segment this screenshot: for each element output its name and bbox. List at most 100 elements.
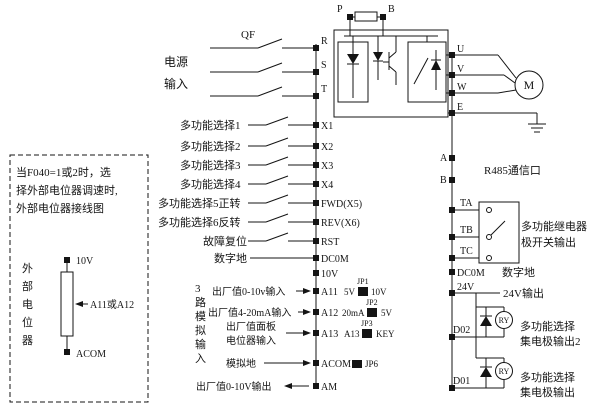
terminal-square xyxy=(313,45,319,51)
right-terminal-label: TC xyxy=(460,246,473,257)
pot-wiper-label: A11或A12 xyxy=(90,299,134,311)
terminal-square xyxy=(449,90,455,96)
relay-wires xyxy=(452,209,479,259)
jp1-label: JP1 xyxy=(357,277,369,286)
terminal-square xyxy=(449,177,455,183)
left-terminal-label: 10V xyxy=(321,269,339,280)
terminal-square xyxy=(313,270,319,276)
right-terminal-label: TA xyxy=(460,198,473,209)
terminal-square xyxy=(64,349,70,355)
terminal-square xyxy=(449,207,455,213)
power-input-label: 输入 xyxy=(164,76,188,91)
relay-output-label: 极开关输出 xyxy=(521,235,576,249)
terminal-square xyxy=(313,309,319,315)
left-terminal-label: ACOM xyxy=(321,359,351,370)
right-terminal-label: D02 xyxy=(453,325,470,336)
dc-bus xyxy=(344,35,438,52)
left-terminal-label: DC0M xyxy=(321,254,349,265)
terminal-square xyxy=(313,219,319,225)
inverter-box xyxy=(407,41,447,103)
analog-group-label: 拟 xyxy=(195,323,206,337)
relay-contact-blade xyxy=(490,220,506,236)
chopper-diode-symbol xyxy=(373,60,383,80)
d02-output-label: 集电极输出2 xyxy=(520,334,581,348)
left-terminal-label: A11 xyxy=(321,287,338,298)
converter-box xyxy=(333,29,449,118)
d02-output-label: 多功能选择 xyxy=(520,319,575,333)
right-terminal-label: 24V xyxy=(457,282,475,293)
right-terminal-label: D01 xyxy=(453,376,470,387)
note-text: 外部电位器接线图 xyxy=(16,201,104,215)
terminal-square xyxy=(313,93,319,99)
input-function-label: 多功能选择4 xyxy=(180,177,241,191)
jp2-label: JP2 xyxy=(366,298,378,307)
d01-output-label: 集电极输出 xyxy=(520,385,575,399)
relay-coil-symbol xyxy=(495,311,513,329)
rs485-label: R485通信口 xyxy=(484,164,541,177)
terminal-square xyxy=(449,385,455,391)
arrow-head xyxy=(303,360,311,366)
terminal-square xyxy=(449,290,455,296)
left-terminal-label: A13 xyxy=(321,329,338,340)
terminal-square xyxy=(64,257,70,263)
pot-vertical-label: 电 xyxy=(22,298,33,311)
am-default-label: 出厂值0-10V输出 xyxy=(196,380,272,393)
analog-group-label: 路 xyxy=(195,296,206,309)
left-terminal-label: AM xyxy=(321,382,337,393)
jp3-label: JP3 xyxy=(361,319,373,328)
left-terminal-label: A12 xyxy=(321,308,338,319)
right-terminal-label: DC0M xyxy=(457,268,485,279)
jp6-label: JP6 xyxy=(365,359,379,369)
right-terminal-label: E xyxy=(457,102,463,113)
relay-coil-label: RY xyxy=(499,316,510,325)
jp2-option-left: 20mA xyxy=(342,308,365,318)
relay-contact-box xyxy=(478,201,520,264)
pot-vertical-label: 器 xyxy=(22,334,33,347)
pot-vertical-label: 部 xyxy=(22,279,33,293)
brake-resistor-symbol xyxy=(354,11,378,22)
jumper-cap xyxy=(352,360,362,368)
qf-breaker-symbol xyxy=(257,38,283,97)
terminal-square xyxy=(313,288,319,294)
terminal-square xyxy=(449,255,455,261)
terminal-square xyxy=(449,155,455,161)
24v-output-label: 24V输出 xyxy=(503,286,544,300)
relay-coil-label: RY xyxy=(499,367,510,376)
right-terminal-label: V xyxy=(457,64,465,75)
terminal-square xyxy=(313,200,319,206)
brake-resistor-wires xyxy=(349,16,384,36)
wiring-lines xyxy=(9,11,546,403)
left-terminal-label: T xyxy=(321,84,327,95)
left-terminal-label: X2 xyxy=(321,142,333,153)
arrow-head xyxy=(75,301,83,307)
round-symbols xyxy=(486,70,544,380)
analog-group-label: 3 xyxy=(195,283,201,295)
right-terminal-label: A xyxy=(440,153,448,164)
a13-default-label: 电位器输入 xyxy=(226,334,276,347)
relay-coil-symbol xyxy=(495,362,513,380)
right-terminal-label: TB xyxy=(460,225,473,236)
inverter-igbt-symbol xyxy=(413,50,441,90)
terminal-square xyxy=(313,330,319,336)
labels-layer: QF 电源 输入 P B R S T X1 X2 X3 X4 FWD(X5) R… xyxy=(16,4,587,399)
terminal-square xyxy=(449,334,455,340)
left-terminal-label: X3 xyxy=(321,161,333,172)
input-function-label: 多功能选择5正转 xyxy=(158,196,241,210)
power-input-label: 电源 xyxy=(164,55,188,69)
a11-default-label: 出厂值0-10v输入 xyxy=(212,285,285,298)
input-lines xyxy=(248,124,316,259)
arrow-head xyxy=(284,383,292,389)
analog-group-label: 模 xyxy=(195,310,206,323)
digital-ground-label: 数字地 xyxy=(502,265,535,279)
ground-wire xyxy=(448,112,538,124)
input-switch-symbols xyxy=(265,116,289,242)
flyback-diode-symbol xyxy=(480,367,492,377)
terminal-square xyxy=(449,269,455,275)
motor-wires xyxy=(446,54,517,94)
terminal-square xyxy=(313,255,319,261)
jumper-cap xyxy=(362,329,372,338)
a12-default-label: 出厂值4-20mA输入 xyxy=(208,306,291,319)
power-lines xyxy=(210,47,316,97)
